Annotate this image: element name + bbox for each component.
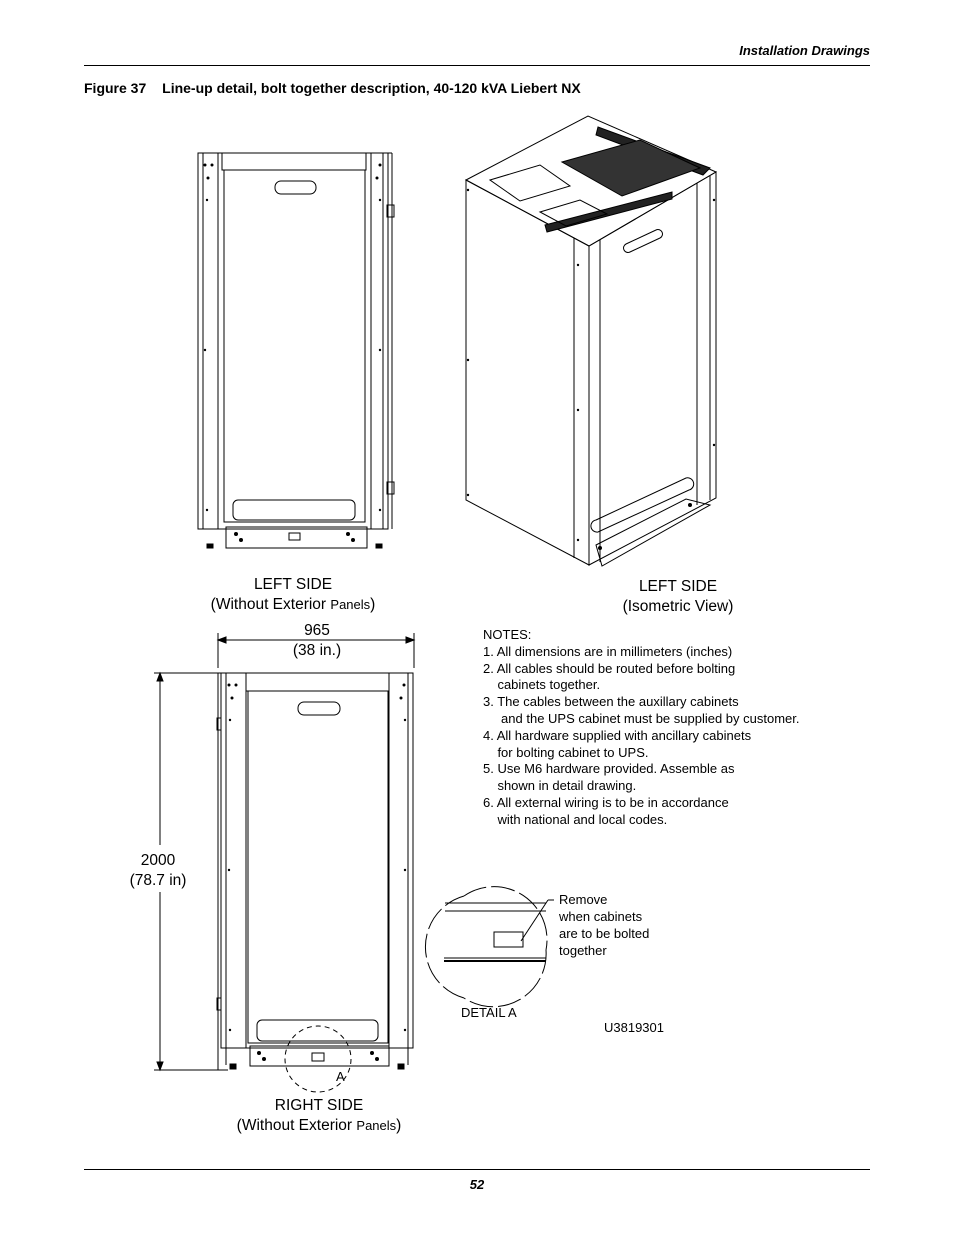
right-side-caption: RIGHT SIDE (Without Exterior Panels) <box>226 1096 412 1136</box>
iso-front-face <box>465 179 590 566</box>
note-line: 1. All dimensions are in millimeters (in… <box>483 643 733 659</box>
isometric-title: LEFT SIDE <box>638 578 718 595</box>
note-line: 3. The cables between the auxillary cabi… <box>483 694 739 710</box>
callout-leader <box>520 899 549 942</box>
left-side-view <box>197 152 395 549</box>
left-side-subtitle: (Without Exterior Panels) <box>210 596 376 613</box>
iso-side-face <box>588 171 717 566</box>
detail-a-label: DETAIL A <box>461 1005 517 1020</box>
page-number: 52 <box>469 1177 485 1192</box>
iso-bottom-vent <box>590 477 695 533</box>
iso-top-grille-main <box>560 139 702 197</box>
right-bottom-vent <box>256 1019 379 1042</box>
callout-line: together <box>559 943 607 958</box>
callout-line: are to be bolted <box>559 926 650 941</box>
note-line: for bolting cabinet to UPS. <box>483 744 649 760</box>
right-side-subtitle: (Without Exterior Panels) <box>236 1117 402 1134</box>
right-side-view <box>154 633 416 1093</box>
height-mm: 2000 <box>140 852 176 869</box>
detail-marker-label: A <box>336 1069 345 1084</box>
right-side-title: RIGHT SIDE <box>274 1097 364 1114</box>
height-dimension: 2000 (78.7 in) <box>115 851 201 891</box>
iso-top-grille-2 <box>544 191 673 233</box>
width-mm: 965 <box>304 622 330 639</box>
left-frame-outline <box>197 152 389 530</box>
iso-top-cover-2 <box>538 199 609 227</box>
right-top-handle <box>297 701 341 716</box>
notes-block: NOTES: 1. All dimensions are in millimet… <box>483 627 800 829</box>
detail-bracket <box>493 931 524 948</box>
note-line: and the UPS cabinet must be supplied by … <box>483 710 800 726</box>
left-side-caption: LEFT SIDE (Without Exterior Panels) <box>203 575 383 615</box>
note-line: 6. All external wiring is to be in accor… <box>483 794 729 810</box>
detail-callout: Remove when cabinets are to be bolted to… <box>559 891 649 959</box>
iso-base-plate <box>595 498 712 567</box>
left-top-rail <box>221 152 367 171</box>
left-top-handle <box>274 180 317 195</box>
right-door-panel <box>247 690 389 1044</box>
isometric-view <box>464 115 718 567</box>
note-line: 2. All cables should be routed before bo… <box>483 660 736 676</box>
note-line: cabinets together. <box>483 677 601 693</box>
height-in: (78.7 in) <box>129 872 187 889</box>
isometric-subtitle: (Isometric View) <box>622 598 734 615</box>
isometric-caption: LEFT SIDE (Isometric View) <box>598 577 758 617</box>
figure-caption: Figure 37 Line-up detail, bolt together … <box>84 80 581 96</box>
right-top-rail <box>245 672 390 692</box>
notes-heading: NOTES: <box>483 627 532 642</box>
detail-a-marker-circle <box>284 1025 352 1093</box>
drawing-id: U3819301 <box>604 1020 664 1035</box>
iso-top-face <box>464 115 718 247</box>
right-frame-outline <box>220 672 414 1049</box>
note-line: 4. All hardware supplied with ancillary … <box>483 727 752 743</box>
section-header: Installation Drawings <box>739 43 870 58</box>
note-line: with national and local codes. <box>483 811 668 827</box>
callout-line: Remove <box>559 892 608 907</box>
header-rule <box>84 65 870 66</box>
left-side-title: LEFT SIDE <box>253 576 333 593</box>
left-base-plate <box>225 526 368 549</box>
callout-line: when cabinets <box>559 909 643 924</box>
iso-handle <box>623 229 663 253</box>
note-line: shown in detail drawing. <box>483 778 637 794</box>
iso-top-cover-1 <box>488 164 572 202</box>
detail-a-view <box>425 886 554 1008</box>
figure-title: Line-up detail, bolt together descriptio… <box>162 80 581 96</box>
figure-number: Figure 37 <box>84 80 147 96</box>
left-door-panel <box>223 169 366 523</box>
width-dimension: 965 (38 in.) <box>272 621 362 661</box>
left-bottom-vent <box>232 499 356 521</box>
right-base-plate <box>249 1045 390 1067</box>
note-line: 5. Use M6 hardware provided. Assemble as <box>483 761 735 777</box>
footer-rule <box>84 1169 870 1170</box>
width-in: (38 in.) <box>292 642 342 659</box>
